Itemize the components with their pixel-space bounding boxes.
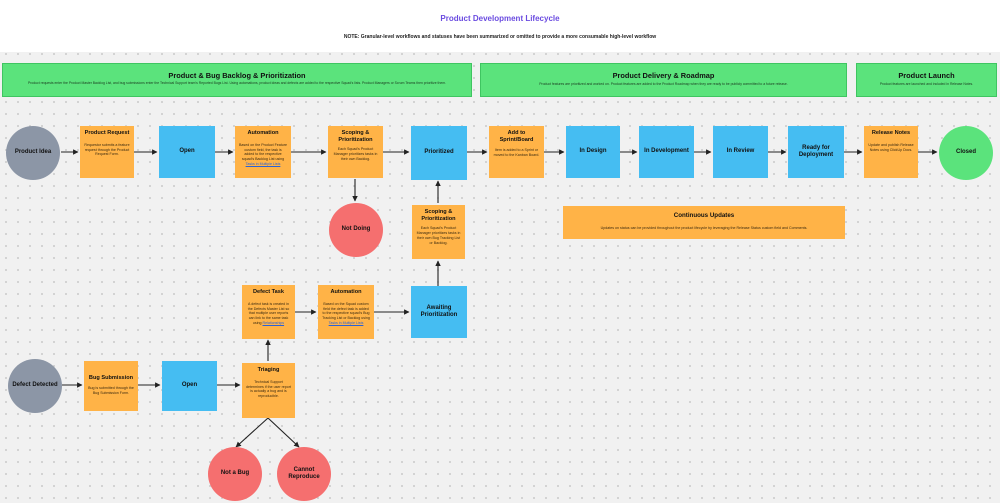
status-in-development[interactable]: In Development <box>639 126 694 178</box>
task-product-request-title: Product Request <box>84 130 130 136</box>
task-continuous-updates-title: Continuous Updates <box>673 212 735 219</box>
task-product-request[interactable]: Product Request Requestor submits a feat… <box>80 126 134 178</box>
task-release-notes[interactable]: Release Notes Update and publish Release… <box>864 126 918 178</box>
end-closed[interactable]: Closed <box>939 126 993 180</box>
phase-launch-desc: Product features are launched and includ… <box>879 82 974 86</box>
status-open-2[interactable]: Open <box>162 361 217 411</box>
task-triaging-title: Triaging <box>257 367 280 373</box>
task-scoping-2-desc: Each Squad's Product Manager prioritizes… <box>416 226 461 245</box>
task-automation-2-title: Automation <box>330 289 362 295</box>
link-relationships[interactable]: Relationships <box>262 321 285 326</box>
task-automation-1-desc: Based on the Product Feature custom fiel… <box>239 143 287 167</box>
task-scoping-1-desc: Each Squad's Product Manager prioritizes… <box>333 147 378 162</box>
task-automation-1-desc-text: Based on the Product Feature custom fiel… <box>239 142 287 162</box>
end-not-a-bug[interactable]: Not a Bug <box>208 447 262 501</box>
link-tasks-in-multiple-lists-1[interactable]: Tasks in Multiple Lists <box>245 162 281 167</box>
page-note: NOTE: Granular-level workflows and statu… <box>343 34 657 40</box>
task-automation-1[interactable]: Automation Based on the Product Feature … <box>235 126 291 178</box>
task-continuous-updates[interactable]: Continuous Updates Updates on status can… <box>563 206 845 239</box>
phase-delivery-desc: Product features are prioritized and wor… <box>539 82 788 86</box>
task-release-notes-desc: Update and publish Release Notes using C… <box>868 142 914 152</box>
task-add-to-sprint-desc: Item is added to a Sprint or moved to th… <box>493 148 540 158</box>
task-continuous-updates-desc: Updates on status can be provided throug… <box>600 226 808 231</box>
phase-backlog-title: Product & Bug Backlog & Prioritization <box>168 71 306 80</box>
task-automation-2[interactable]: Automation Based on the Squad custom fie… <box>318 285 374 339</box>
task-automation-2-desc-text: Based on the Squad custom field the defe… <box>322 301 370 321</box>
status-ready-for-deployment[interactable]: Ready for Deployment <box>788 126 844 178</box>
phase-delivery-title: Product Delivery & Roadmap <box>612 71 715 80</box>
task-bug-submission-title: Bug Submission <box>88 375 134 381</box>
arrow-triaging-to-cannotrepro <box>267 417 300 448</box>
task-bug-submission[interactable]: Bug Submission Bug is submitted through … <box>84 361 138 411</box>
task-automation-2-desc: Based on the Squad custom field the defe… <box>322 302 370 326</box>
task-bug-submission-desc: Bug is submitted through the Bug Submiss… <box>88 385 134 395</box>
task-add-to-sprint[interactable]: Add to Sprint/Board Item is added to a S… <box>489 126 544 178</box>
end-cannot-reproduce[interactable]: Cannot Reproduce <box>277 447 331 501</box>
phase-backlog: Product & Bug Backlog & Prioritization P… <box>2 63 472 97</box>
end-not-doing[interactable]: Not Doing <box>329 203 383 257</box>
header-bar <box>0 0 1000 52</box>
task-triaging[interactable]: Triaging Technical Support determines if… <box>242 363 295 418</box>
status-open-1[interactable]: Open <box>159 126 215 178</box>
task-add-to-sprint-title: Add to Sprint/Board <box>499 130 534 143</box>
status-in-review[interactable]: In Review <box>713 126 768 178</box>
status-in-design[interactable]: In Design <box>566 126 620 178</box>
phase-launch: Product Launch Product features are laun… <box>856 63 997 97</box>
status-prioritized[interactable]: Prioritized <box>411 126 467 180</box>
task-triaging-desc: Technical Support determines if the user… <box>246 379 291 399</box>
arrow-triaging-to-notbug <box>235 417 269 448</box>
task-scoping-2[interactable]: Scoping & Prioritization Each Squad's Pr… <box>412 205 465 259</box>
task-scoping-1[interactable]: Scoping & Prioritization Each Squad's Pr… <box>328 126 383 178</box>
phase-delivery: Product Delivery & Roadmap Product featu… <box>480 63 847 97</box>
task-release-notes-title: Release Notes <box>871 130 911 136</box>
task-defect-desc: A defect task is created in the Defects … <box>246 302 291 326</box>
task-defect[interactable]: Defect Task A defect task is created in … <box>242 285 295 339</box>
start-defect-detected[interactable]: Defect Detected <box>8 359 62 413</box>
page-title: Product Development Lifecycle <box>440 14 560 23</box>
task-defect-desc-text: A defect task is created in the Defects … <box>247 301 290 326</box>
task-product-request-desc: Requestor submits a feature request thro… <box>84 142 130 157</box>
link-tasks-in-multiple-lists-2[interactable]: Tasks in Multiple Lists <box>328 321 364 326</box>
status-awaiting-prioritization[interactable]: Awaiting Prioritization <box>411 286 467 338</box>
task-automation-1-title: Automation <box>247 130 279 136</box>
task-scoping-1-title: Scoping & Prioritization <box>338 130 373 143</box>
phase-backlog-desc: Product requests enter the Product Maste… <box>27 81 447 85</box>
task-defect-title: Defect Task <box>253 289 284 295</box>
task-scoping-2-title: Scoping & Prioritization <box>421 209 456 222</box>
phase-launch-title: Product Launch <box>898 71 955 80</box>
start-product-idea[interactable]: Product Idea <box>6 126 60 180</box>
